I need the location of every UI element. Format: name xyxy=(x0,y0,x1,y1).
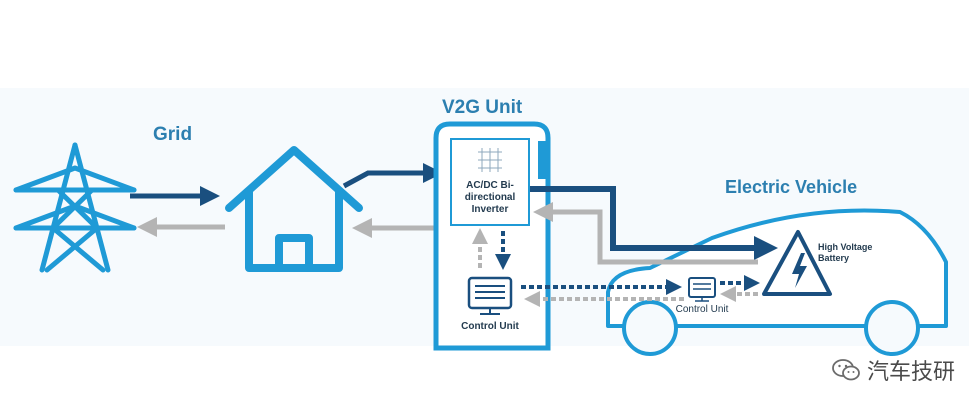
watermark: 汽车技研 xyxy=(831,354,955,386)
house-to-v2g-arrow xyxy=(342,163,443,189)
v2g-to-battery-arrow xyxy=(530,186,778,260)
battery-label: High Voltage Battery xyxy=(818,242,873,263)
vehicle-control-unit-icon xyxy=(688,277,716,302)
control-unit-label: Control Unit xyxy=(461,321,519,332)
inverter-label: AC/DC Bi-directional Inverter xyxy=(464,180,516,215)
electric-vehicle-label: Electric Vehicle xyxy=(725,177,858,197)
wechat-icon xyxy=(832,359,860,381)
transmission-tower-icon xyxy=(13,142,137,273)
battery-to-v2g-arrow xyxy=(533,202,758,265)
grid-label: Grid xyxy=(153,124,193,145)
control-unit-icon xyxy=(467,276,513,315)
v2g-unit-label: V2G Unit xyxy=(442,97,523,118)
battery-warning-icon xyxy=(762,230,832,296)
inverter-icon xyxy=(450,138,530,226)
house-icon xyxy=(225,146,363,272)
vehicle-control-unit-label: Control Unit xyxy=(675,304,729,315)
watermark-text: 汽车技研 xyxy=(866,360,955,385)
